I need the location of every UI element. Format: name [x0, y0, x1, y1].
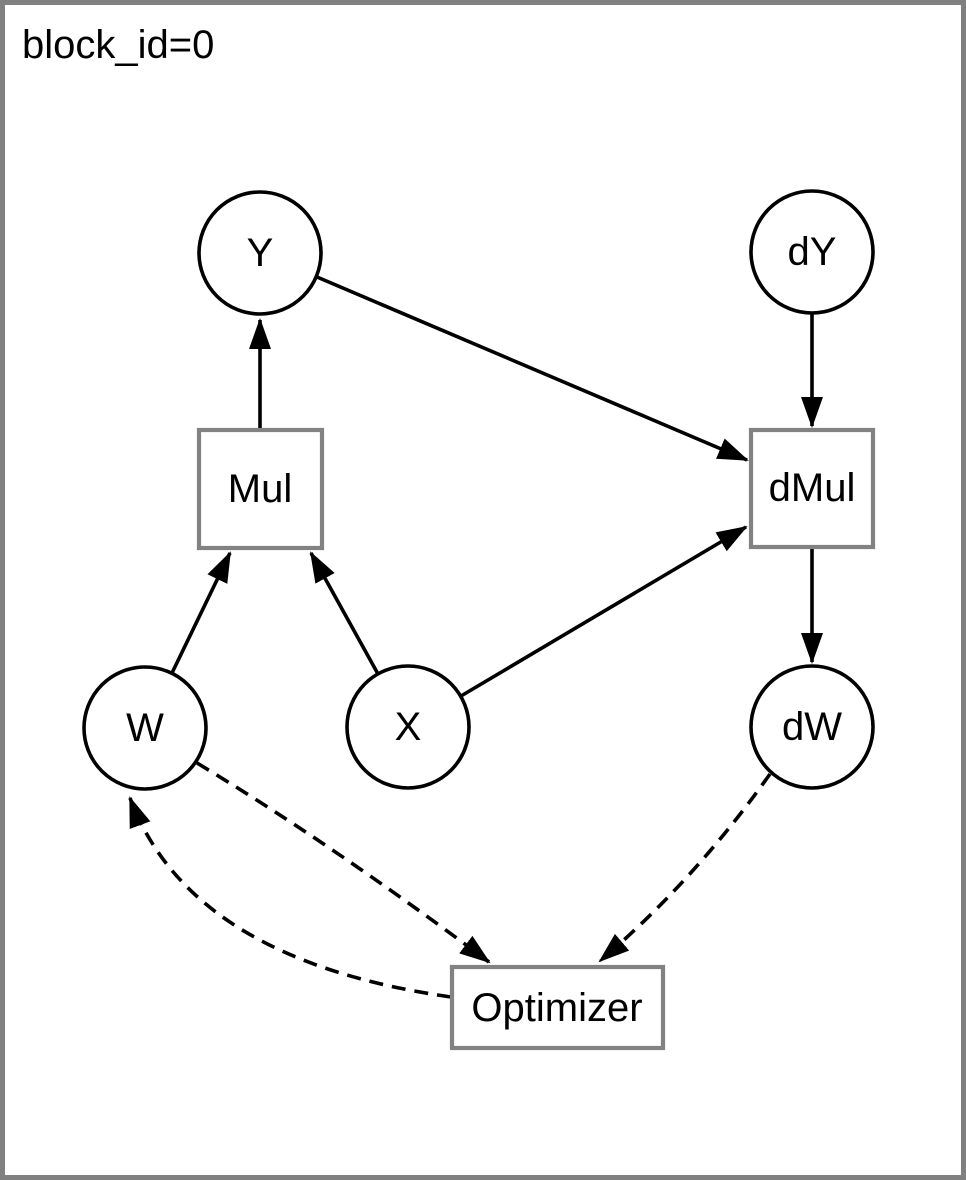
- node-x-label: X: [395, 705, 422, 749]
- edge-w-to-mul: [170, 551, 232, 674]
- node-dw: dW: [749, 664, 875, 790]
- node-y: Y: [197, 190, 323, 316]
- node-dy: dY: [749, 189, 875, 315]
- edge-optimizer-to-w: [128, 796, 452, 999]
- node-mul: Mul: [196, 427, 325, 551]
- node-y-label: Y: [247, 231, 274, 275]
- block-title: block_id=0: [22, 23, 214, 67]
- node-mul-shape: [196, 427, 325, 551]
- node-x-shape: [345, 664, 471, 790]
- edge-x-to-dmul: [460, 525, 748, 698]
- node-dmul-label: dMul: [769, 466, 856, 510]
- node-w-shape: [82, 665, 208, 791]
- edges-layer: [128, 275, 823, 999]
- node-w-label: W: [126, 706, 164, 750]
- node-x: X: [345, 664, 471, 790]
- edge-x-to-mul: [309, 551, 380, 675]
- node-optimizer: Optimizer: [449, 964, 666, 1051]
- node-dmul: dMul: [748, 427, 876, 550]
- node-optimizer-label: Optimizer: [471, 986, 642, 1030]
- node-dy-label: dY: [788, 230, 837, 274]
- node-y-shape: [197, 190, 323, 316]
- node-dy-shape: [749, 189, 875, 315]
- edge-w-to-optimizer: [196, 761, 491, 964]
- node-dmul-shape: [748, 427, 876, 550]
- node-w: W: [82, 665, 208, 791]
- edge-y-to-dmul: [316, 275, 749, 462]
- node-dw-shape: [749, 664, 875, 790]
- edge-dw-to-optimizer: [598, 772, 772, 963]
- node-optimizer-shape: [449, 964, 666, 1051]
- node-mul-label: Mul: [228, 467, 292, 511]
- node-dw-label: dW: [782, 705, 842, 749]
